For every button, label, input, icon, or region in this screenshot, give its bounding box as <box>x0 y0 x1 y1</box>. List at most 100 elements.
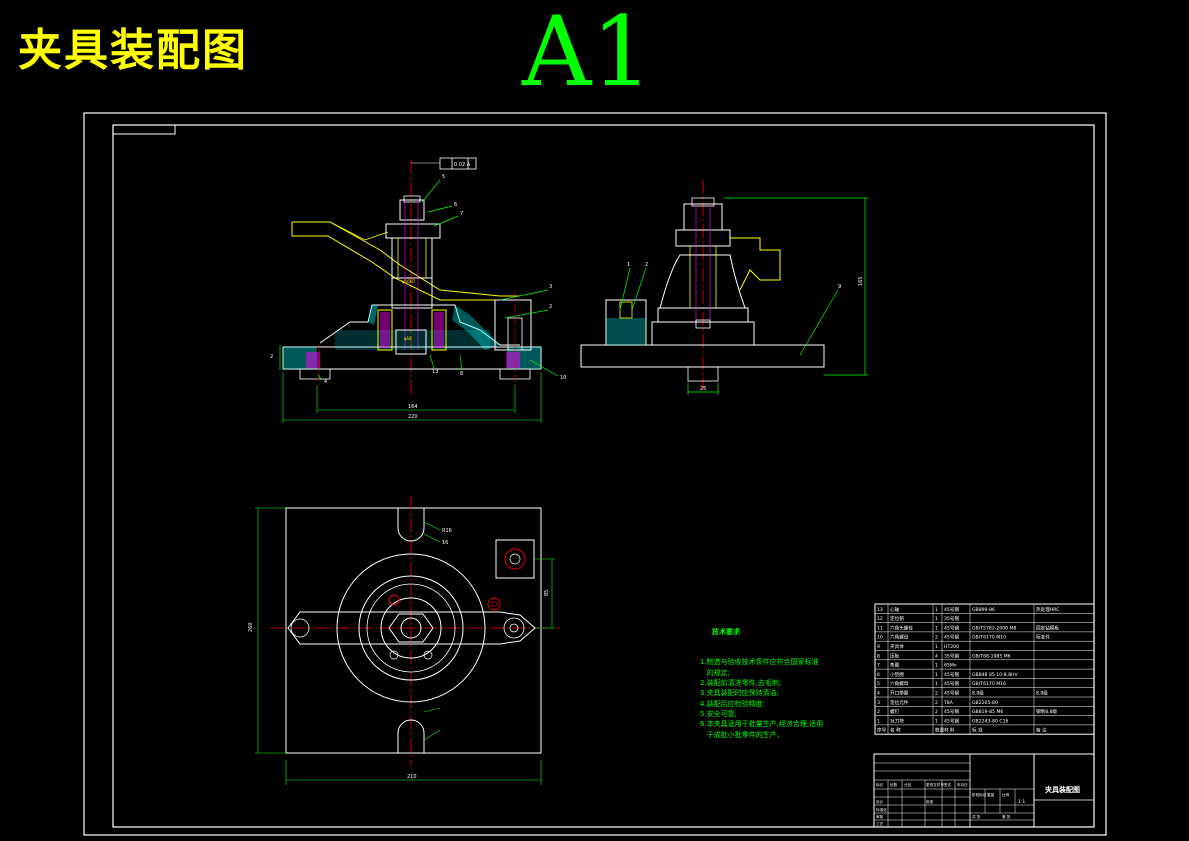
bom-cell-std: GB/T68-1985 M6 <box>972 653 1011 659</box>
bom-cell-no: 1 <box>877 718 880 724</box>
bom-cell-mat: 45号钢 <box>944 671 959 678</box>
title-block-name: 夹具装配图 <box>1045 785 1080 794</box>
bom-cell-qty: 2 <box>935 691 938 697</box>
dim-front-inner: 164 <box>408 404 418 410</box>
bom-cell-note: 标准件 <box>1036 634 1050 641</box>
bom-cell-std: GB2243-80 C16 <box>972 718 1008 724</box>
dim-side-base: 25 <box>700 386 706 392</box>
bom-cell-name: 开口垫圈 <box>890 690 909 697</box>
side-view: 1 2 9 165 25 <box>580 180 868 395</box>
svg-text:6: 6 <box>454 202 457 208</box>
bom-cell-mat: 45号钢 <box>944 690 959 697</box>
bom-cell-qty: 2 <box>935 709 938 715</box>
bom-cell-std: GB848 85 10-8.8HV <box>972 672 1019 678</box>
bom-cell-no: 12 <box>877 616 883 622</box>
front-view: 0.02 A φ16H7 <box>270 157 566 423</box>
svg-text:4: 4 <box>324 379 327 385</box>
technical-note-line: 于成批小批零件的生产。 <box>700 730 784 739</box>
title-block-label: 共 张 <box>972 814 981 819</box>
title-block-label: 签名 <box>944 782 952 787</box>
bom-cell-qty: 1 <box>935 644 938 650</box>
bom-cell-name: 六角头螺栓 <box>890 624 913 631</box>
title-block-label: 第 张 <box>1002 814 1011 819</box>
title-block-label: 更改文件号 <box>926 782 944 787</box>
code-box <box>112 124 176 135</box>
title-block-scale: 1:1 <box>1018 799 1025 805</box>
bom-cell-name: 名 称 <box>890 727 901 734</box>
dim-plan-r: R16 <box>442 528 452 534</box>
bom-cell-name: 夹具体 <box>890 643 904 650</box>
svg-text:7: 7 <box>460 211 463 217</box>
bom-cell-no: 3 <box>877 700 880 706</box>
sheet-size-label: A1 <box>522 0 653 108</box>
title-block-label: 设计 <box>876 799 884 804</box>
svg-text:8: 8 <box>460 371 463 377</box>
dim-plan-r2: 16 <box>442 540 448 546</box>
technical-notes-heading: 技术要求 <box>712 627 740 636</box>
bom-cell-mat: HT200 <box>944 644 959 650</box>
title-block-label: 比例 <box>1002 792 1010 797</box>
title-block-labels: 标记处数分区更改文件号签名年月日设计标准化审核工艺批准阶段标记重量比例共 张第 … <box>876 782 1011 826</box>
bom-cell-name: 定位销 <box>890 615 904 622</box>
bom-cell-name: 定位元件 <box>890 699 909 706</box>
bom-cell-no: 11 <box>877 625 883 631</box>
bom-cell-note: 备 注 <box>1036 727 1047 734</box>
svg-text:φ16H7: φ16H7 <box>402 279 416 284</box>
bom-cell-name: 螺钉 <box>890 708 900 715</box>
bom-cell-std: 8.8级 <box>972 690 984 697</box>
bom-cell-qty: 1 <box>935 616 938 622</box>
plan-view: 260 210 85 R16 16 <box>248 496 560 785</box>
bom-cell-mat: 65Mn <box>944 663 957 669</box>
bom-cell-qty: 数量 <box>935 727 945 734</box>
title-block-label: 处数 <box>890 782 898 787</box>
tolerance-label: 0.02 A <box>454 162 471 168</box>
bom-cell-note: 固定钻模板 <box>1036 624 1059 631</box>
technical-note-line: 2.装配前清洗零件,去毛刺; <box>700 679 782 688</box>
technical-note-line: 6.本夹具适用于批量生产,经济合理,适用 <box>700 720 824 729</box>
bom-cell-mat: 35号钢 <box>944 652 959 659</box>
bom-cell-qty: 1 <box>935 625 938 631</box>
bom-cell-mat: 45号钢 <box>944 708 959 715</box>
svg-text:2: 2 <box>270 354 273 360</box>
dim-side-height: 165 <box>858 276 864 286</box>
bom-cell-no: 7 <box>877 663 880 669</box>
title-block-label: 标记 <box>876 782 884 787</box>
bom-cell-no: 10 <box>877 635 883 641</box>
bom-cell-note: 热处理HRC <box>1036 606 1059 613</box>
title-block-label: 年月日 <box>957 782 968 787</box>
drawing-title-cn: 夹具装配图 <box>18 25 248 76</box>
title-block: 夹具装配图 1:1 标记处数分区更改文件号签名年月日设计标准化审核工艺批准阶段标… <box>873 753 1095 828</box>
technical-notes-lines: 1.制造与验收技术条件应符合国家标准 的规定;2.装配前清洗零件,去毛刺;3.夹… <box>700 657 823 739</box>
bom-cell-qty: 1 <box>935 607 938 613</box>
bom-cell-qty: 1 <box>935 672 938 678</box>
bom-cell-mat: T8A <box>943 700 954 706</box>
title-block-label: 审核 <box>876 814 884 819</box>
inner-border <box>112 124 1095 828</box>
bom-cell-mat: 45号钢 <box>944 680 959 687</box>
svg-text:13: 13 <box>432 369 438 375</box>
technical-note-line: 3.夹具装配时应保持清洁; <box>700 689 780 698</box>
bom-cell-name: 六角螺母 <box>890 634 909 641</box>
bom-cell-name: 对刀块 <box>890 717 904 724</box>
title-block-label: 分区 <box>904 782 912 787</box>
dim-plan-width: 210 <box>407 774 417 780</box>
title-block-label: 阶段标记 <box>972 792 987 797</box>
bom-cell-no: 9 <box>877 644 880 650</box>
dim-plan-height: 260 <box>248 622 254 632</box>
svg-text:2: 2 <box>645 262 648 268</box>
bom-cell-std: GB2205-80 <box>972 700 998 706</box>
svg-text:3: 3 <box>549 284 552 290</box>
bom-cell-no: 2 <box>877 709 880 715</box>
bom-cell-mat: 45号钢 <box>944 624 959 631</box>
bom-cell-qty: 1 <box>935 663 938 669</box>
bom-cell-qty: 2 <box>935 635 938 641</box>
bom-cell-mat: 45号钢 <box>944 717 959 724</box>
technical-note-line: 5.安全可靠; <box>700 709 738 718</box>
svg-text:1: 1 <box>627 262 630 268</box>
svg-text:5: 5 <box>442 174 445 180</box>
svg-text:φ16: φ16 <box>404 336 412 341</box>
bom-cell-std: GB/T6170 M16 <box>972 681 1006 687</box>
bom-cell-name: 压板 <box>890 652 900 659</box>
bom-cell-name: 六角螺母 <box>890 680 909 687</box>
